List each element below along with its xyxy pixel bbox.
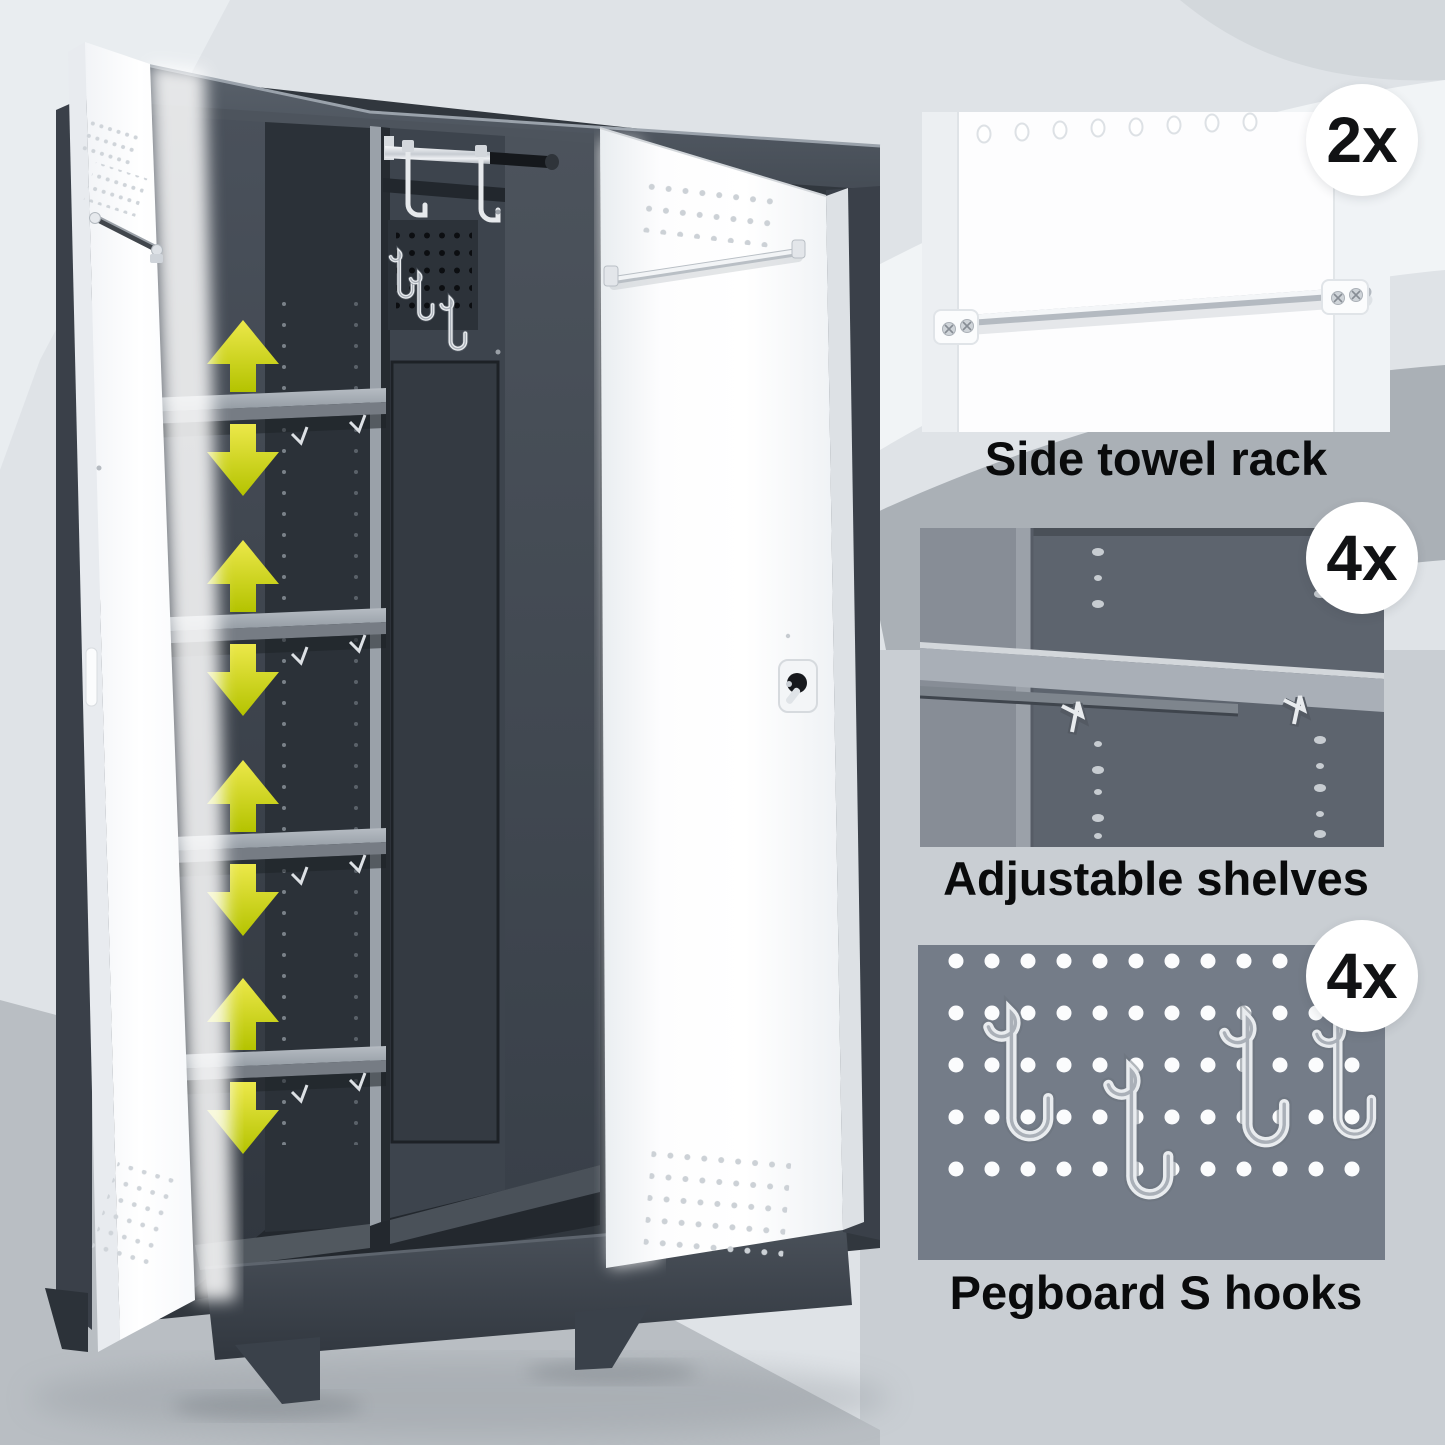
lock-icon xyxy=(778,659,818,713)
adjustable-shelves-photo xyxy=(920,528,1384,847)
cabinet xyxy=(45,42,881,1404)
door-perforation xyxy=(642,1148,792,1265)
door-towel-bar xyxy=(89,212,163,263)
door-face xyxy=(85,42,195,1340)
door-perforation xyxy=(83,162,148,217)
door-perforation xyxy=(90,1162,178,1271)
shelf-clip-icon xyxy=(1059,695,1312,735)
badge-4x-shelves: 4x xyxy=(1306,502,1418,614)
callout-adjustable-shelves xyxy=(920,528,1384,847)
door-face xyxy=(600,128,843,1268)
callout-pegboard-s-hooks xyxy=(918,945,1385,1260)
badge-2x-towel-rack: 2x xyxy=(1306,84,1418,196)
hanging-rod xyxy=(384,136,559,170)
left-door xyxy=(68,42,235,1352)
right-door xyxy=(599,127,864,1268)
cabinet-shadow xyxy=(30,1358,890,1438)
shelf-peg-holes-column xyxy=(354,300,362,1145)
door-edge xyxy=(826,188,864,1230)
bg-swoosh-dark-top xyxy=(1180,0,1445,81)
interior-right-wall xyxy=(505,136,600,1190)
door-perforation xyxy=(79,117,144,173)
door-handle xyxy=(85,647,98,707)
caption-adjustable-shelves: Adjustable shelves xyxy=(943,852,1369,905)
towel-bar-bracket xyxy=(933,309,979,345)
caption-pegboard-s-hooks: Pegboard S hooks xyxy=(949,1266,1363,1319)
door-perforation xyxy=(638,168,781,249)
pegboard-photo xyxy=(918,945,1385,1260)
back-panel xyxy=(390,360,500,1144)
cabinet-foot xyxy=(45,1288,88,1352)
badge-4x-hooks: 4x xyxy=(1306,920,1418,1032)
caption-side-towel-rack: Side towel rack xyxy=(984,432,1328,485)
adjustable-shelf xyxy=(920,642,1384,717)
cabinet-foot xyxy=(235,1337,320,1404)
cabinet-interior xyxy=(148,104,600,1300)
cabinet-foot xyxy=(575,1305,650,1370)
towel-bar xyxy=(933,279,1373,345)
door-towel-bar xyxy=(603,239,806,290)
door-vent-holes xyxy=(976,112,1258,144)
shelf-peg-holes-column xyxy=(279,300,287,1145)
